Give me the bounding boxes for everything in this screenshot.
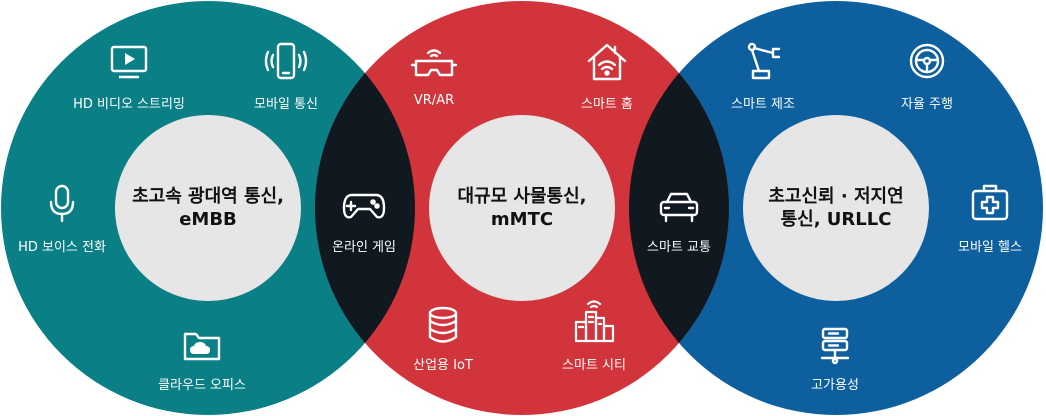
urllc-title-line2: 통신, URLLC [780,209,892,230]
database-icon [426,306,460,344]
urllc-title: 초고신뢰 · 저지연 통신, URLLC [768,185,903,231]
hd-voice-call-label: HD 보이스 전화 [18,240,106,255]
hd-video-streaming-label: HD 비디오 스트리밍 [73,97,185,112]
industrial-iot-label: 산업용 IoT [413,358,473,373]
autonomous-driving-label: 자율 주행 [901,97,953,112]
smart-home-icon [586,42,628,82]
mmtc-core-disc [429,115,615,301]
microphone-icon [47,184,77,224]
smart-manufacturing-label: 스마트 제조 [731,97,795,112]
urllc-title-line1: 초고신뢰 · 저지연 [768,186,904,207]
online-game-label: 온라인 게임 [332,240,396,255]
smart-home-label: 스마트 홈 [581,97,633,112]
mmtc-title-line1: 대규모 사물통신, [457,186,587,207]
steering-wheel-icon [908,42,946,80]
smart-city-icon [572,298,616,344]
medical-kit-icon [970,182,1010,222]
mobile-communication-label: 모바일 통신 [254,97,318,112]
embb-title-line2: eMBB [179,209,237,230]
cloud-folder-icon [182,328,222,362]
embb-title-line1: 초고속 광대역 통신, [132,186,284,207]
urllc-core-disc [743,115,929,301]
embb-title: 초고속 광대역 통신, eMBB [132,185,284,231]
smartphone-icon [264,42,308,82]
cloud-office-label: 클라우드 오피스 [158,378,246,393]
mmtc-title: 대규모 사물통신, mMTC [457,185,586,231]
smart-transport-label: 스마트 교통 [647,240,711,255]
high-availability-label: 고가용성 [811,378,859,393]
server-icon [818,326,852,366]
vr-headset-icon [410,44,458,80]
smart-city-label: 스마트 시티 [562,358,626,373]
video-screen-icon [109,44,149,80]
robot-arm-icon [743,41,783,81]
gamepad-icon [342,190,386,222]
vr-ar-label: VR/AR [413,93,455,108]
car-icon [657,190,701,224]
embb-core-disc [115,115,301,301]
mmtc-title-line2: mMTC [490,209,554,230]
mobile-health-label: 모바일 헬스 [958,240,1022,255]
